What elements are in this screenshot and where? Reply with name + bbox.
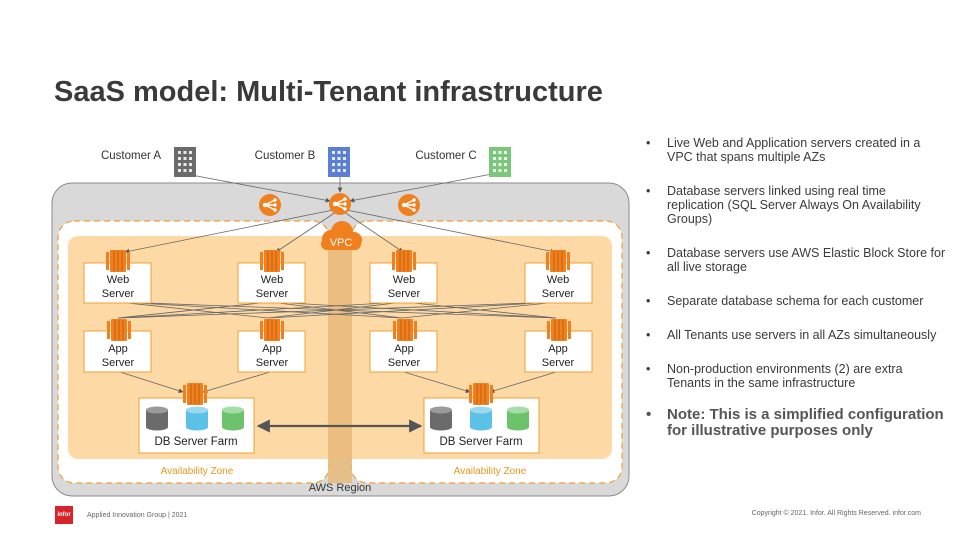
db-server-farm: DB Server Farm <box>138 382 255 454</box>
svg-text:Server: Server <box>102 357 135 369</box>
load-balancer-icon <box>328 192 352 216</box>
bullet-item: •Non-production environments (2) are ext… <box>646 362 903 390</box>
footer-text: Applied Innovation Group | 2021 <box>87 511 188 519</box>
svg-text:App: App <box>394 343 414 355</box>
svg-text:Web: Web <box>107 274 129 286</box>
bullet-item: •Separate database schema for each custo… <box>646 294 924 308</box>
building-icon <box>489 147 511 177</box>
svg-text:Server: Server <box>388 288 421 300</box>
app-server: App Server <box>83 318 152 373</box>
bullet-item: •Database servers use AWS Elastic Block … <box>646 246 946 274</box>
web-server: Web Server <box>369 249 438 304</box>
web-server: Web Server <box>237 249 306 304</box>
availability-zone-label-right: Availability Zone <box>454 466 527 477</box>
vpc-cloud-icon: VPC <box>321 221 362 250</box>
database-icon <box>507 406 529 431</box>
aws-region-label: AWS Region <box>309 482 372 494</box>
database-icon <box>430 406 452 431</box>
app-server: App Server <box>369 318 438 373</box>
svg-text:Server: Server <box>102 288 135 300</box>
app-server: App Server <box>237 318 306 373</box>
database-icon <box>186 406 208 431</box>
building-icon <box>328 147 350 177</box>
load-balancer-icon <box>258 193 282 217</box>
db-farm-label: DB Server Farm <box>154 436 237 448</box>
db-farm-label: DB Server Farm <box>439 436 522 448</box>
database-icon <box>222 406 244 431</box>
app-server: App Server <box>524 318 593 373</box>
bullet-list: •Live Web and Application servers create… <box>646 136 946 458</box>
bullet-item: •Live Web and Application servers create… <box>646 136 921 164</box>
svg-text:Server: Server <box>388 357 421 369</box>
customer-b: Customer B <box>255 147 350 177</box>
svg-text:Web: Web <box>393 274 415 286</box>
architecture-diagram: AWS Region Availability Zone Availabilit… <box>51 147 630 497</box>
database-icon <box>470 406 492 431</box>
note-item: •Note: This is a simplified configuratio… <box>646 406 944 439</box>
web-server: Web Server <box>524 249 593 304</box>
slide-title: SaaS model: Multi-Tenant infrastructure <box>54 76 603 108</box>
customer-a-label: Customer A <box>101 150 161 162</box>
svg-text:Server: Server <box>542 357 575 369</box>
svg-text:Web: Web <box>547 274 569 286</box>
availability-zone-label-left: Availability Zone <box>161 466 234 477</box>
footer: infor Applied Innovation Group | 2021 <box>55 506 187 524</box>
bullet-item: •All Tenants use servers in all AZs simu… <box>646 328 937 342</box>
svg-text:App: App <box>108 343 128 355</box>
svg-text:App: App <box>262 343 282 355</box>
svg-text:Server: Server <box>256 288 289 300</box>
copyright-text: Copyright © 2021. Infor. All Rights Rese… <box>751 510 921 517</box>
database-icon <box>146 406 168 431</box>
db-server-farm: DB Server Farm <box>423 382 540 454</box>
web-server: Web Server <box>83 249 152 304</box>
svg-text:App: App <box>548 343 568 355</box>
load-balancer-icon <box>397 193 421 217</box>
customer-a: Customer A <box>101 147 196 177</box>
svg-text:Web: Web <box>261 274 283 286</box>
building-icon <box>174 147 196 177</box>
bullet-item: •Database servers linked using real time… <box>646 184 921 226</box>
customer-c: Customer C <box>415 147 511 177</box>
infor-logo: infor <box>55 506 73 524</box>
customer-b-label: Customer B <box>255 150 316 162</box>
vpc-label: VPC <box>330 237 353 249</box>
svg-text:Server: Server <box>542 288 575 300</box>
svg-text:Server: Server <box>256 357 289 369</box>
customer-c-label: Customer C <box>415 150 476 162</box>
vpc-strip <box>328 246 352 483</box>
